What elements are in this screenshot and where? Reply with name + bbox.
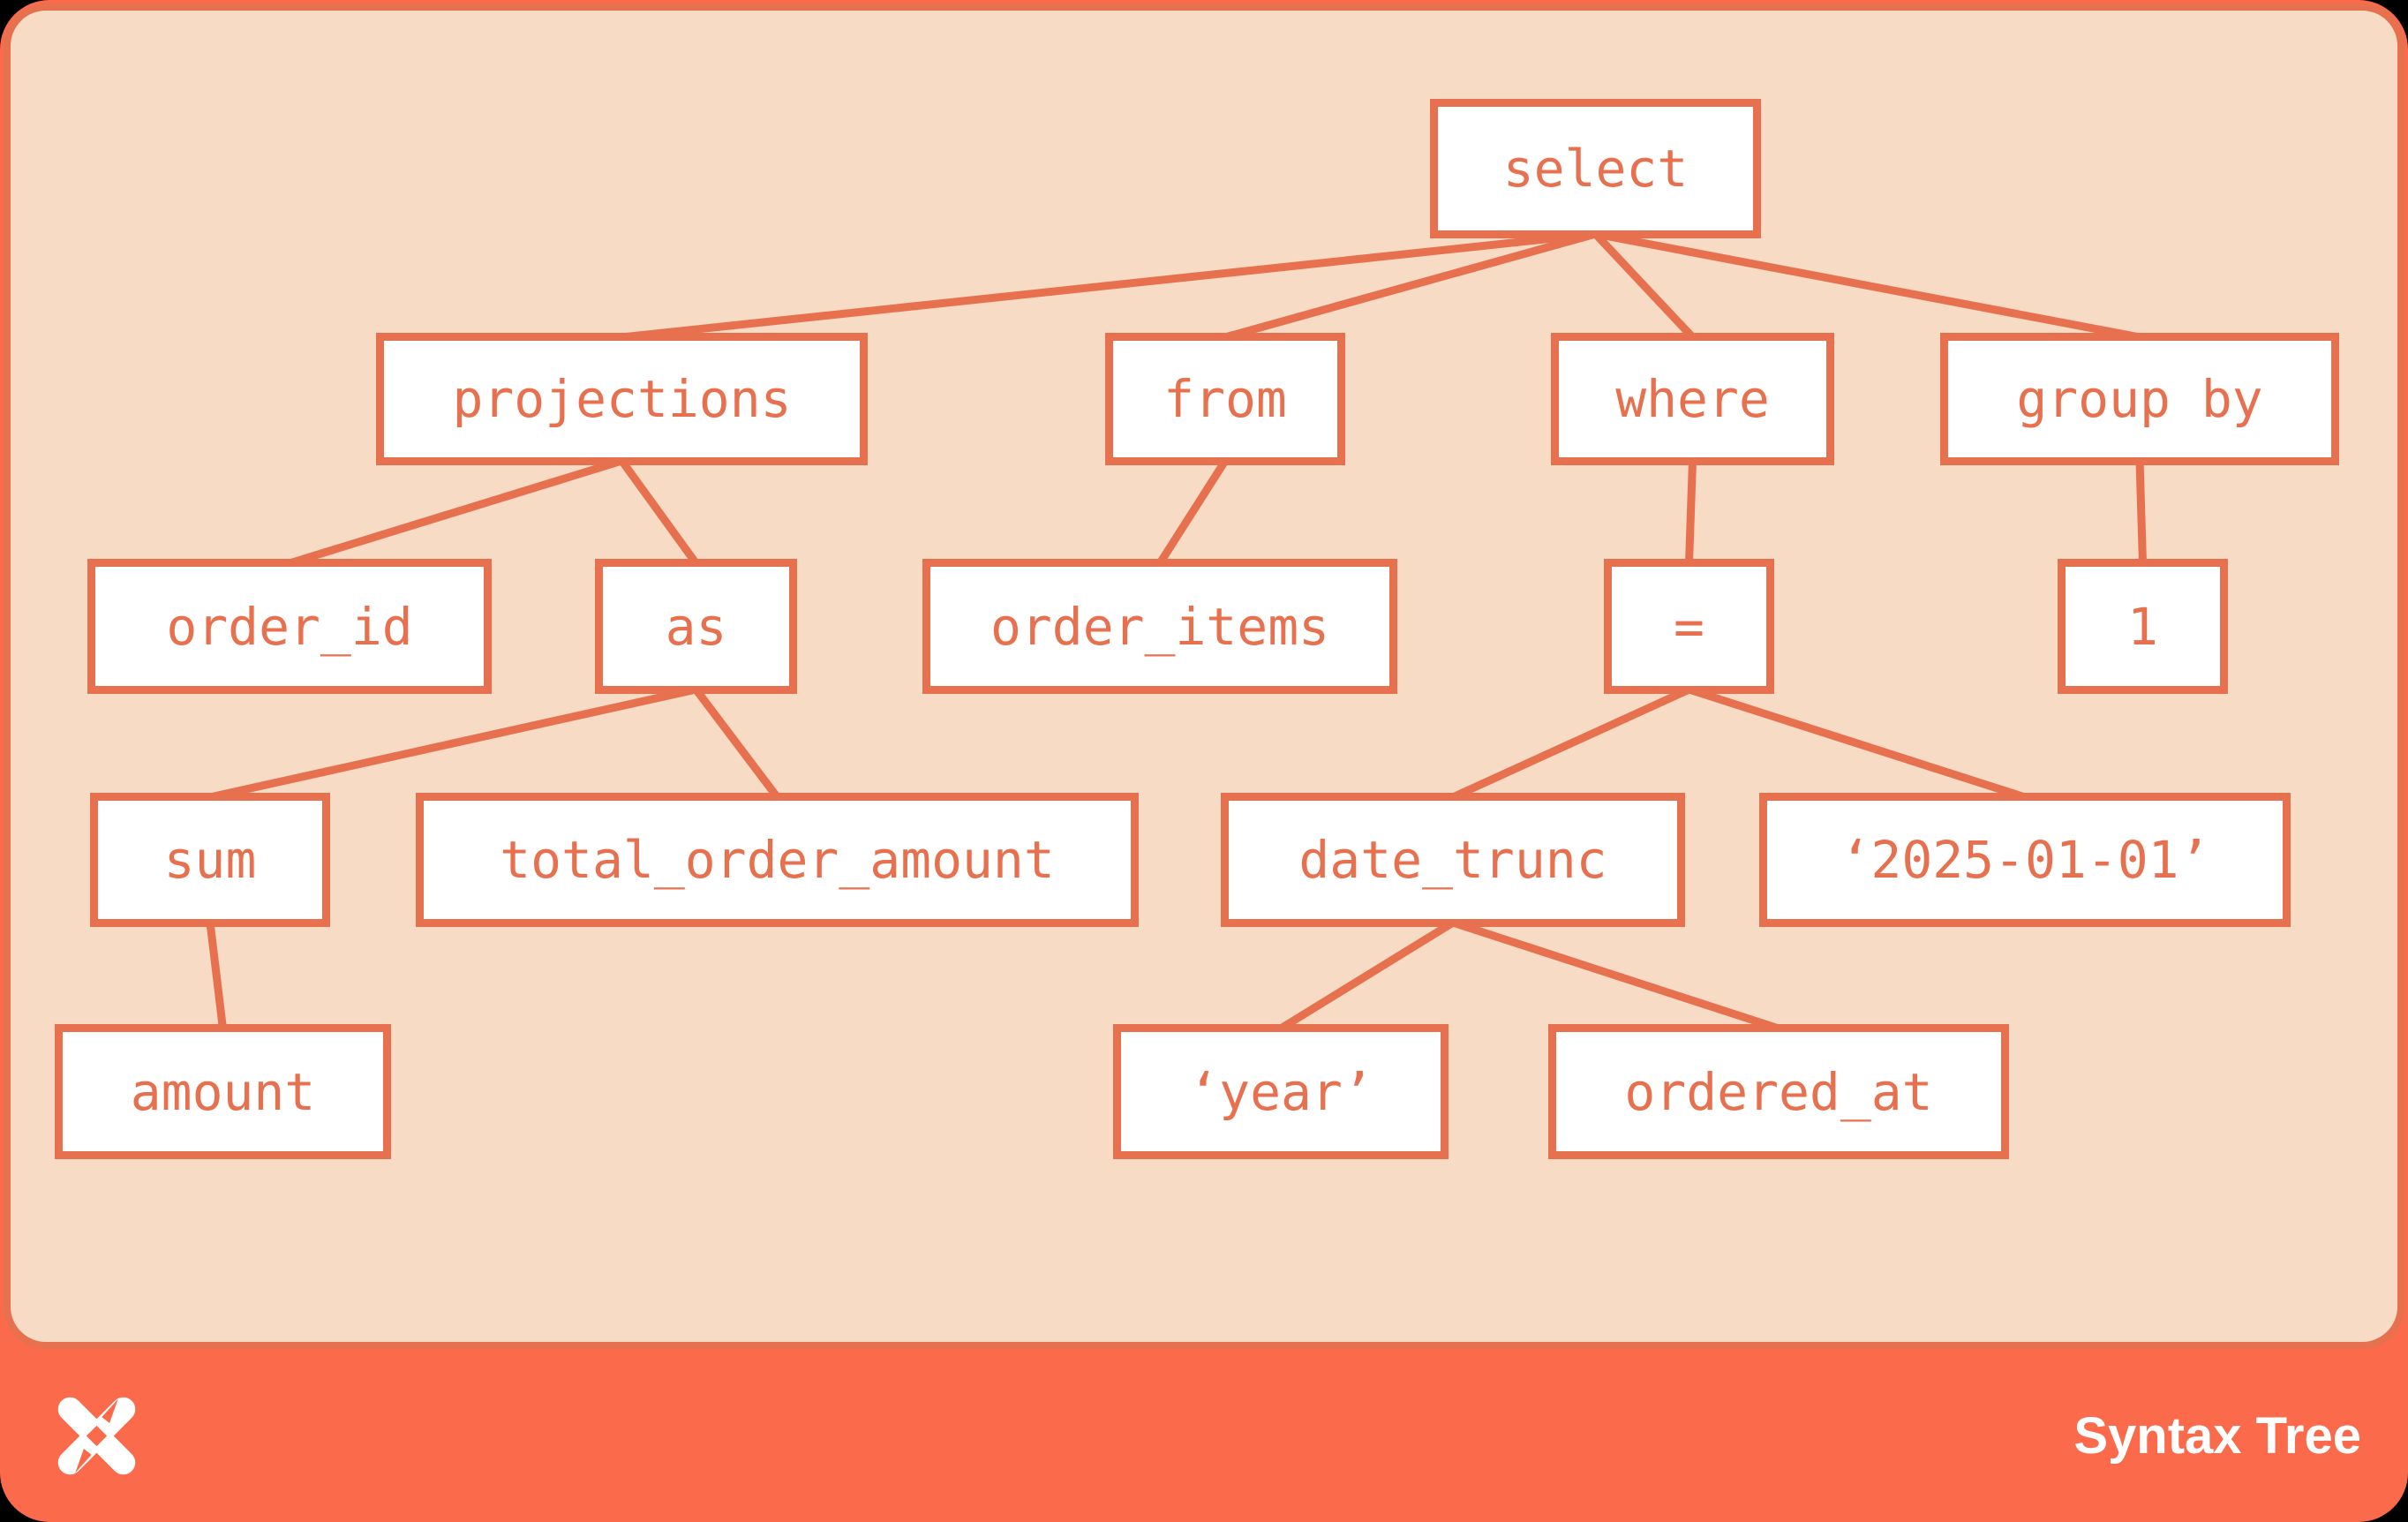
tree-edge-date-trunc-year-literal <box>1278 919 1456 1032</box>
tree-node-equals: = <box>1604 559 1774 694</box>
tree-edge-group-by-one <box>2135 460 2147 564</box>
tree-node-projections: projections <box>376 333 868 465</box>
tree-node-amount: amount <box>55 1024 391 1159</box>
tree-node-date-trunc: date_trunc <box>1221 793 1685 927</box>
tree-node-group-by: group by <box>1940 333 2339 465</box>
tree-edge-where-equals <box>1685 460 1697 564</box>
tree-node-order-items: order_items <box>922 559 1397 694</box>
tree-edge-projections-as <box>618 458 700 566</box>
tree-node-where: where <box>1551 333 1834 465</box>
tree-edge-equals-date-literal <box>1688 685 2027 802</box>
tree-edge-from-order-items <box>1156 458 1229 566</box>
tree-edge-projections-order-id <box>288 456 623 568</box>
tree-edge-date-trunc-ordered-at <box>1451 918 1780 1033</box>
tree-node-year-literal: ‘year’ <box>1113 1024 1449 1159</box>
tree-edge-select-where <box>1592 230 1696 341</box>
tree-node-sum: sum <box>90 793 330 927</box>
tree-node-ordered-at: ordered_at <box>1548 1024 2009 1159</box>
tree-node-total-order-amount: total_order_amount <box>416 793 1139 927</box>
tree-node-order-id: order_id <box>87 559 492 694</box>
x-pinwheel-logo-icon <box>57 1397 136 1474</box>
footer-title: Syntax Tree <box>2073 1406 2361 1465</box>
tree-edge-select-group-by <box>1594 230 2141 342</box>
tree-edge-equals-date-trunc <box>1451 685 1691 802</box>
tree-node-one: 1 <box>2058 559 2228 694</box>
tree-edge-sum-amount <box>206 922 227 1029</box>
tree-node-date-literal: ‘2025-01-01’ <box>1759 793 2291 927</box>
tree-edge-select-from <box>1223 230 1597 342</box>
tree-node-as: as <box>595 559 797 694</box>
tree-node-select: select <box>1430 99 1761 238</box>
tree-edge-as-total-order-amount <box>692 687 781 800</box>
tree-edge-as-sum <box>209 685 697 802</box>
footer-bar: Syntax Tree <box>0 1349 2408 1522</box>
tree-node-from: from <box>1105 333 1345 465</box>
tree-edge-select-projections <box>621 230 1596 342</box>
